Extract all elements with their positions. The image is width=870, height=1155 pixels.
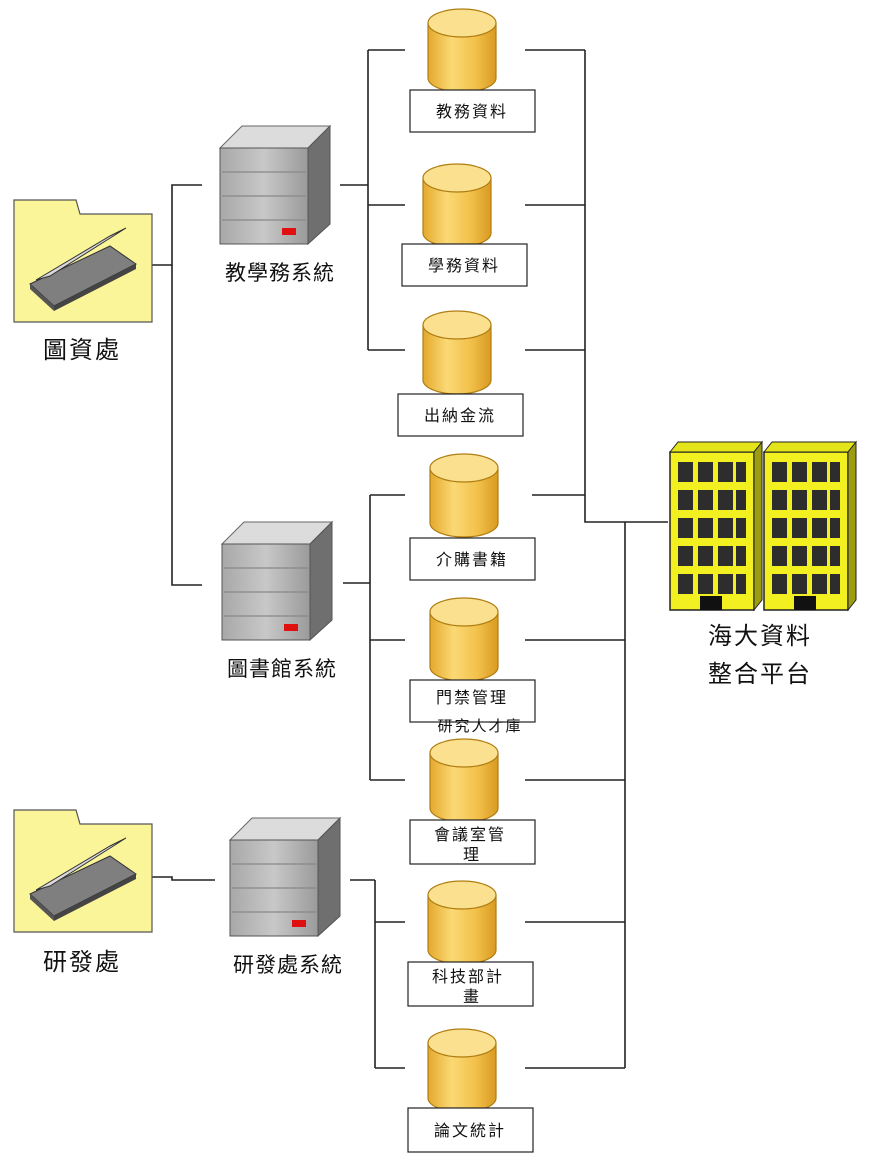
db-label: 理 <box>463 845 481 864</box>
db-box <box>407 1107 534 1153</box>
db-label: 教務資料 <box>436 102 508 121</box>
connector-lines <box>152 49 668 1069</box>
db-box <box>409 89 536 133</box>
db-box <box>409 537 536 581</box>
database-cylinder-icon <box>422 310 492 395</box>
rnd-office-label: 研發處 <box>43 948 121 976</box>
library-system-label: 圖書館系統 <box>227 657 337 681</box>
db-box <box>397 393 524 437</box>
platform-title-line1: 海大資料 <box>708 622 812 650</box>
database-cylinder-icon <box>429 597 499 682</box>
db-label: 會議室管 <box>434 825 506 844</box>
db-label: 學務資料 <box>428 256 500 275</box>
database-cylinder-icon <box>427 880 497 965</box>
db-box <box>409 679 536 723</box>
rnd-server-icon <box>229 817 341 937</box>
db-label: 畫 <box>463 987 481 1006</box>
database-cylinder-icon <box>427 1028 497 1113</box>
rnd-system-label: 研發處系統 <box>233 953 343 977</box>
db-overflow-label: 研究人才庫 <box>437 717 522 735</box>
library-server-icon <box>221 521 333 641</box>
db-label: 介購書籍 <box>436 550 508 569</box>
db-box <box>409 819 536 865</box>
db-label: 出納金流 <box>424 406 496 425</box>
academic-server-icon <box>219 125 331 245</box>
db-label: 門禁管理 <box>436 688 508 707</box>
info-office-label: 圖資處 <box>43 336 121 364</box>
db-box <box>407 961 534 1007</box>
platform-title-line2: 整合平台 <box>708 660 812 688</box>
database-cylinder-icon <box>429 453 499 538</box>
database-cylinder-icon <box>429 738 499 823</box>
database-cylinder-icon <box>422 163 492 248</box>
academic-system-label: 教學務系統 <box>225 261 335 285</box>
rnd-office-icon <box>13 809 153 933</box>
db-box <box>401 243 528 287</box>
info-office-icon <box>13 199 153 323</box>
building-icon <box>669 441 857 611</box>
database-cylinder-icon <box>427 8 497 93</box>
db-label: 科技部計 <box>432 967 504 986</box>
db-label: 論文統計 <box>434 1121 506 1140</box>
